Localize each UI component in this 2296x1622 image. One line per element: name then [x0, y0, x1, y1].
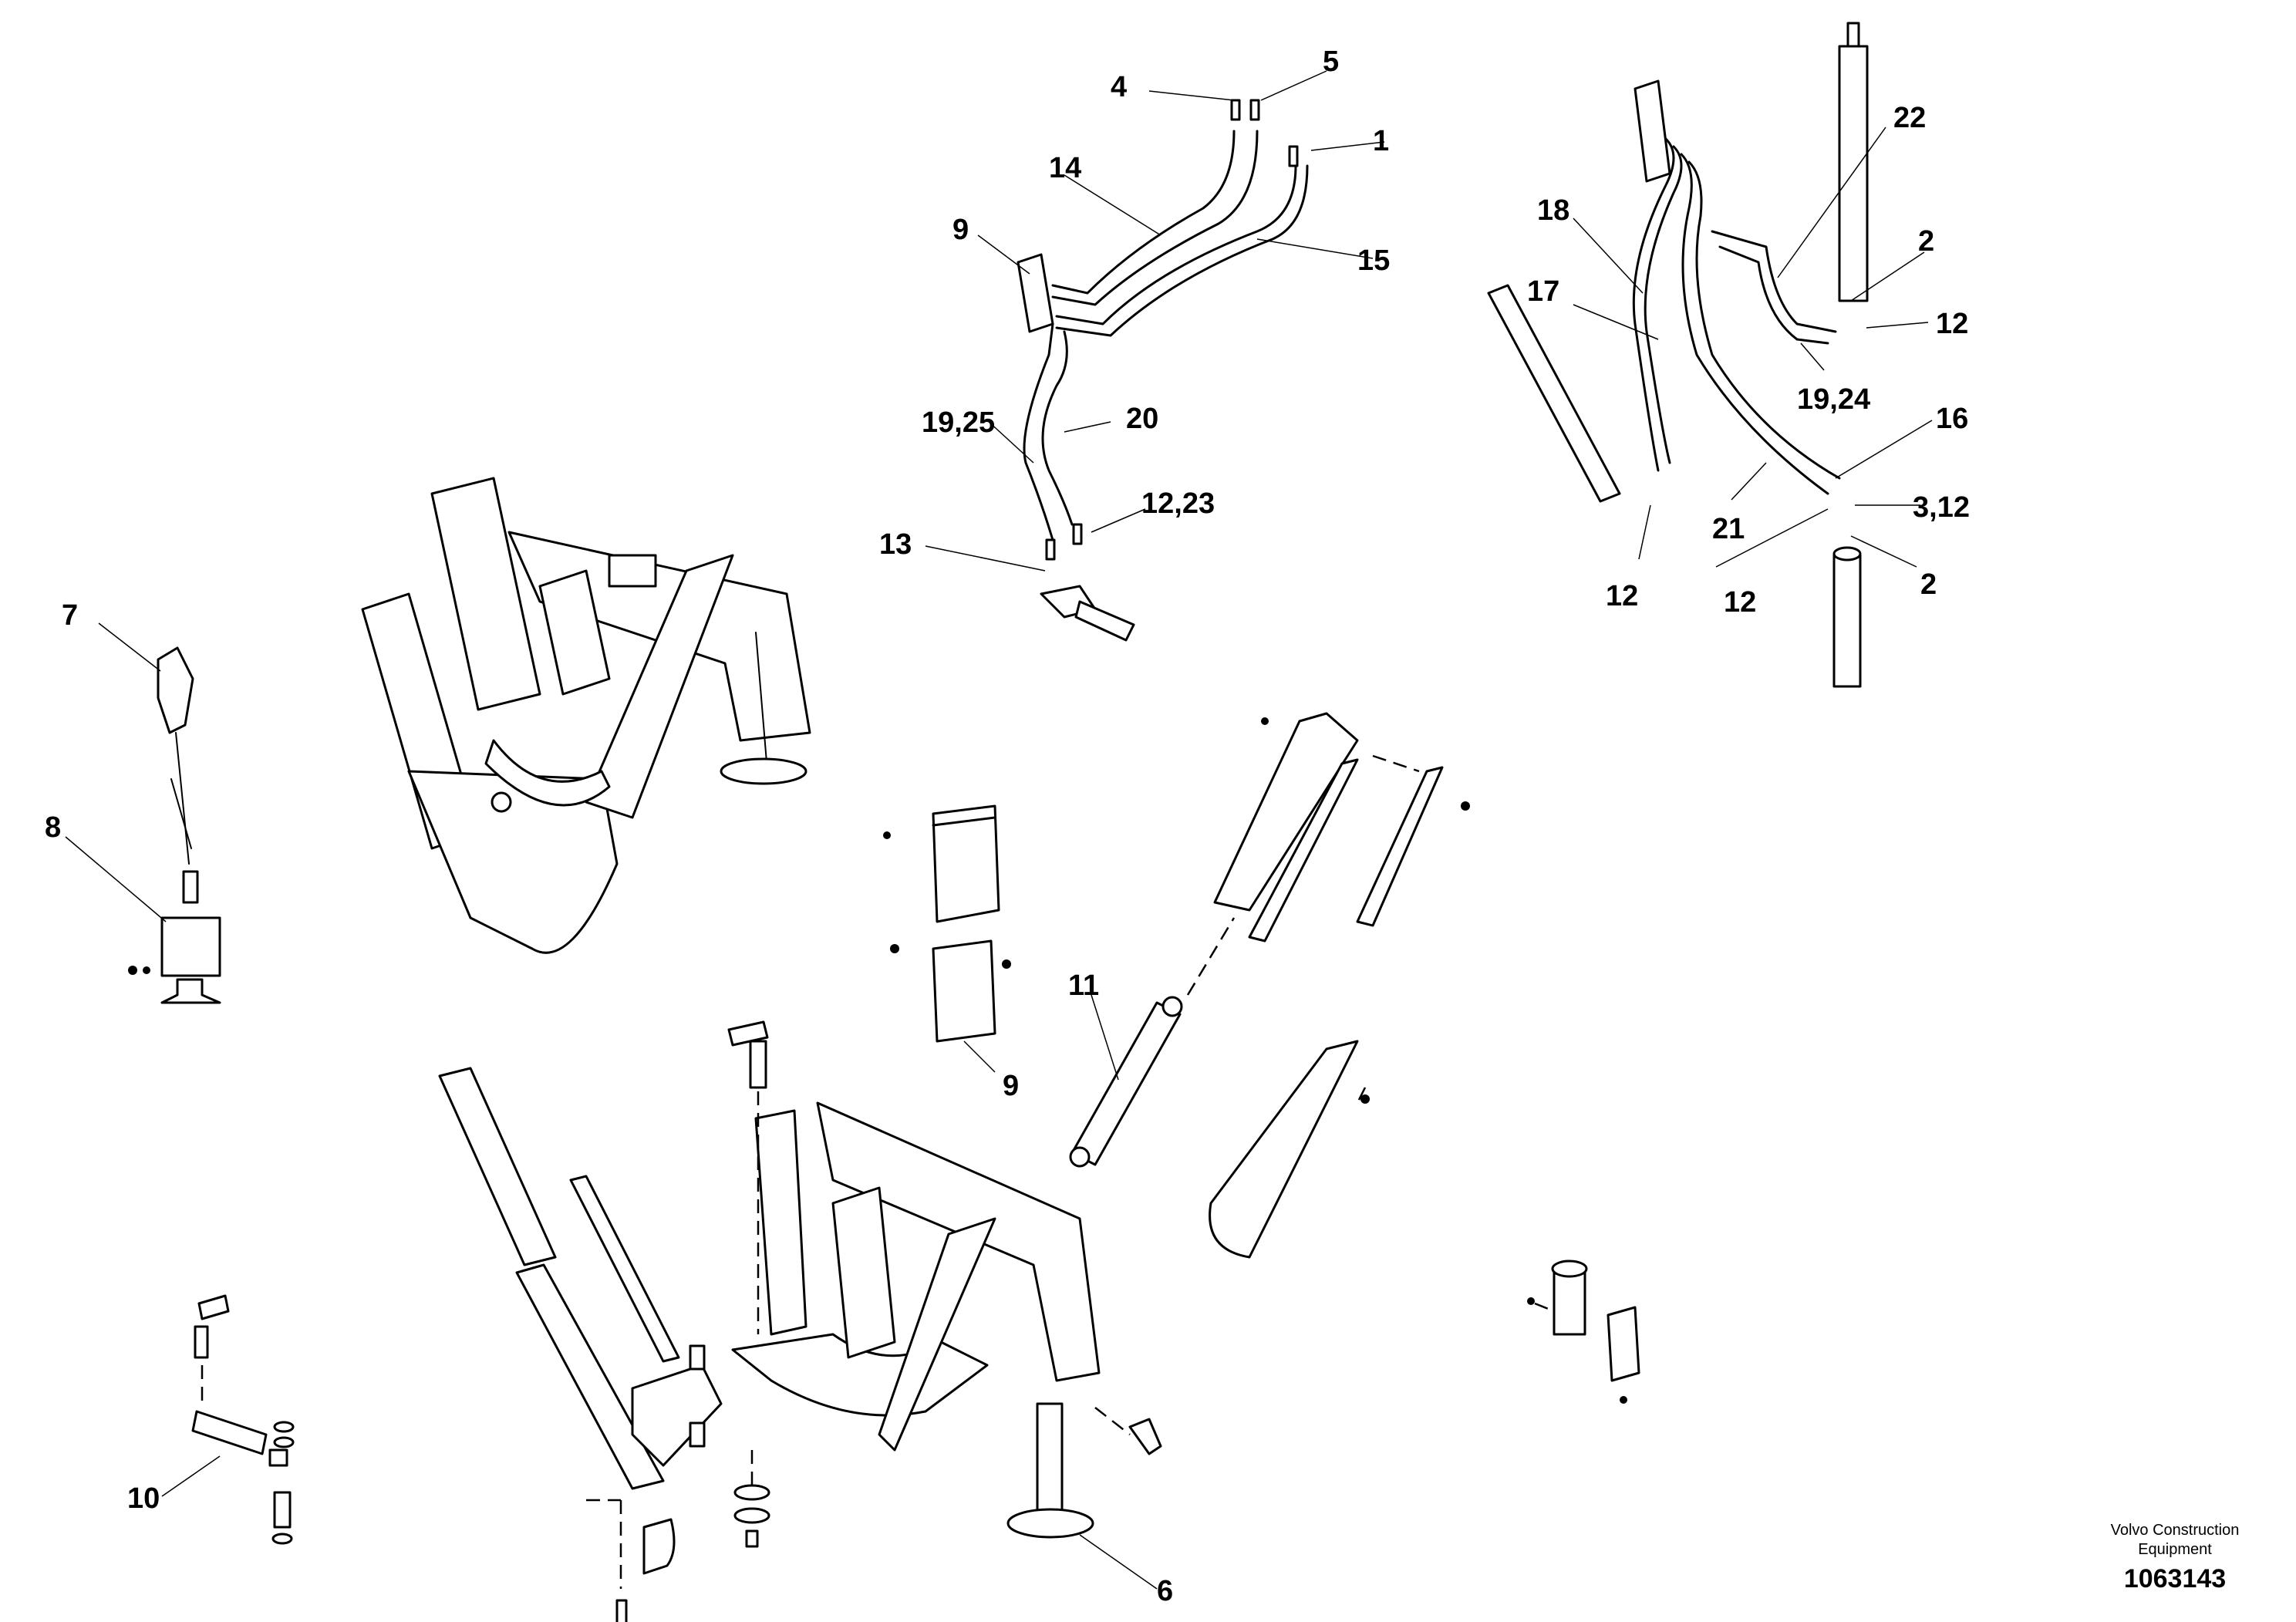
callout-13: 13 [879, 528, 912, 561]
callout-3-12: 3,12 [1913, 491, 1970, 524]
brand-line-2: Equipment [2138, 1541, 2212, 1558]
callout-11: 11 [1068, 969, 1099, 1002]
callout-12-23: 12,23 [1141, 487, 1215, 520]
small-valve-assembly [1527, 1259, 1640, 1404]
jack-stand [1006, 1402, 1162, 1539]
cylinder-10 [191, 1294, 295, 1545]
drawing-number: 1063143 [2124, 1564, 2226, 1593]
frame-assembly-upper [361, 477, 811, 954]
callout-19-25: 19,25 [922, 406, 995, 439]
callout-labels: 4 5 1 14 9 15 19,25 20 12,23 13 7 8 9 11… [45, 46, 1970, 1607]
cylinder-11 [1069, 917, 1236, 1168]
valve-block-assembly [883, 804, 1011, 1043]
callout-12-upper: 12 [1936, 308, 1968, 340]
side-panels [1209, 712, 1470, 1259]
frame-exploded [438, 1020, 1101, 1622]
callout-7: 7 [62, 599, 78, 632]
callout-16: 16 [1936, 403, 1968, 435]
callout-9-center: 9 [1003, 1070, 1019, 1102]
callout-12-right: 12 [1724, 586, 1756, 619]
callout-8: 8 [45, 811, 61, 844]
callout-21: 21 [1712, 513, 1745, 545]
callout-14: 14 [1049, 152, 1081, 184]
callout-17: 17 [1527, 275, 1559, 308]
callout-1: 1 [1373, 125, 1389, 157]
brand-line-1: Volvo Construction [2111, 1522, 2240, 1539]
callout-12-left: 12 [1606, 580, 1638, 612]
callout-18: 18 [1537, 194, 1569, 227]
footer: Volvo Construction Equipment 1063143 [2111, 1522, 2240, 1593]
callout-2-upper: 2 [1918, 225, 1934, 258]
leader-lines [65, 70, 1933, 1590]
callout-5: 5 [1323, 46, 1339, 78]
callout-20: 20 [1126, 403, 1158, 435]
callout-4: 4 [1111, 71, 1127, 103]
hose-set-center [1017, 99, 1309, 642]
callout-19-24: 19,24 [1797, 383, 1870, 416]
callout-15: 15 [1357, 244, 1390, 277]
hose-set-right [1487, 22, 1869, 688]
callout-10: 10 [127, 1482, 160, 1515]
callout-6: 6 [1157, 1575, 1173, 1607]
callout-9-top: 9 [952, 214, 969, 246]
joystick-assembly [128, 646, 221, 1004]
callout-2-lower: 2 [1920, 568, 1937, 601]
callout-22: 22 [1893, 102, 1926, 134]
